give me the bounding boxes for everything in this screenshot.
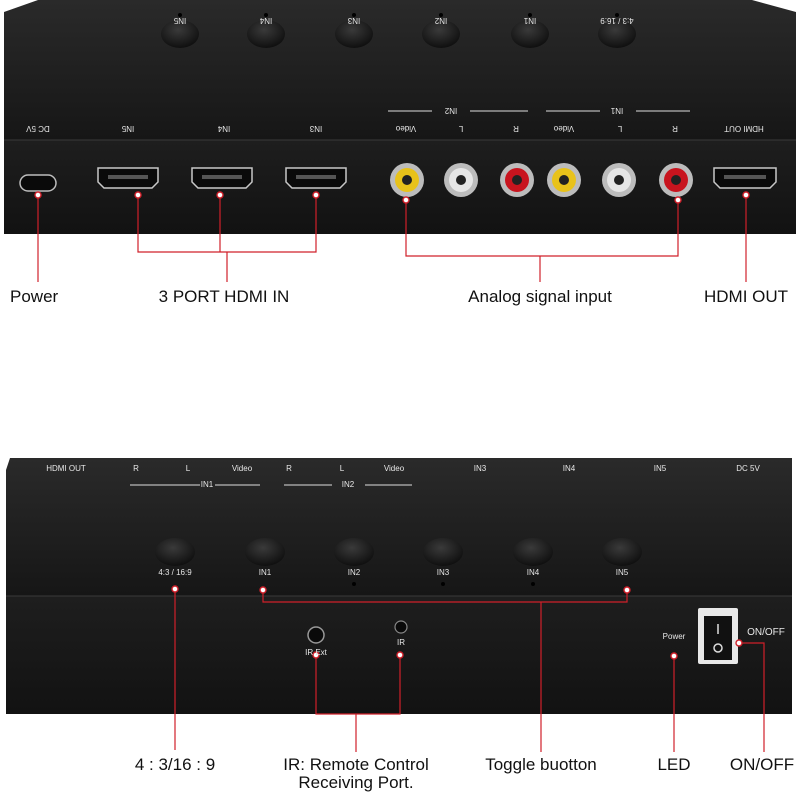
front-label-ir: IR — [397, 638, 405, 647]
rear-label-r1: R — [133, 464, 139, 473]
top-label-in1-l: L — [617, 124, 623, 133]
top-button-aspect — [598, 20, 636, 48]
top-group-in1: IN1 — [610, 106, 624, 115]
callout-toggle: Toggle buotton — [485, 755, 597, 774]
top-button-in2 — [422, 20, 460, 48]
top-btn-label-in2: IN2 — [434, 16, 448, 25]
btn-label-in4: IN4 — [526, 568, 540, 577]
front-label-power-led: Power — [662, 632, 686, 641]
top-callout-lines — [37, 196, 747, 282]
callout-ir-line1: IR: Remote Control — [283, 755, 429, 774]
ir-ext-jack — [307, 626, 325, 644]
callout-aspect: 4 : 3/16 : 9 — [134, 755, 216, 774]
top-label-dc: DC 5V — [26, 124, 50, 133]
front-label-ir-ext: IR Ext — [305, 648, 327, 657]
callout-on-off: ON/OFF — [729, 755, 795, 774]
btn-label-in5: IN5 — [615, 568, 629, 577]
top-label-in1-video: Video — [553, 124, 575, 133]
bottom-button-in2 — [334, 538, 374, 566]
bottom-button-aspect — [155, 538, 195, 566]
bottom-button-in1 — [245, 538, 285, 566]
front-label-on-off: ON/OFF — [747, 627, 785, 638]
top-button-in4 — [247, 20, 285, 48]
bottom-device — [6, 458, 792, 714]
btn-label-aspect: 4:3 / 16:9 — [158, 568, 192, 577]
bottom-button-in5 — [602, 538, 642, 566]
top-label-in2-r: R — [513, 124, 519, 133]
top-label-in3: IN3 — [309, 124, 323, 133]
top-device — [4, 0, 796, 234]
btn-label-in3: IN3 — [436, 568, 450, 577]
callout-hdmi-out: HDMI OUT — [703, 287, 789, 306]
ir-sensor — [394, 620, 408, 634]
bottom-button-in3 — [423, 538, 463, 566]
rear-label-video2: Video — [383, 464, 405, 473]
rear-label-in5: IN5 — [653, 464, 667, 473]
rear-group-in1: IN1 — [200, 480, 214, 489]
top-buttons — [161, 13, 636, 48]
callout-led: LED — [657, 755, 691, 774]
rear-label-l1: L — [185, 464, 191, 473]
rear-group-in2: IN2 — [341, 480, 355, 489]
power-switch — [704, 616, 732, 660]
bottom-button-in4 — [513, 538, 553, 566]
bottom-callout-dots — [171, 585, 743, 660]
top-btn-label-aspect: 4:3 / 16:9 — [600, 16, 634, 25]
top-btn-label-in4: IN4 — [259, 16, 273, 25]
top-button-in3 — [335, 20, 373, 48]
top-btn-label-in3: IN3 — [347, 16, 361, 25]
rear-label-dc: DC 5V — [736, 464, 760, 473]
top-group-in2: IN2 — [444, 106, 458, 115]
top-label-in2-video: Video — [395, 124, 417, 133]
top-label-hdmi-out: HDMI OUT — [724, 124, 764, 133]
top-label-in5: IN5 — [121, 124, 135, 133]
dc-port — [19, 174, 57, 192]
top-callout-dots — [34, 191, 750, 204]
bottom-buttons — [155, 538, 642, 586]
top-button-in1 — [511, 20, 549, 48]
callout-ir-line2: Receiving Port. — [298, 773, 414, 792]
hdmi-in-ports — [97, 167, 347, 189]
rear-label-in4: IN4 — [562, 464, 576, 473]
rear-label-video1: Video — [231, 464, 253, 473]
top-label-in4: IN4 — [217, 124, 231, 133]
top-label-in2-l: L — [458, 124, 464, 133]
callout-analog: Analog signal input — [468, 287, 612, 306]
rear-label-in3: IN3 — [473, 464, 487, 473]
rear-label-hdmi-out: HDMI OUT — [46, 464, 86, 473]
callout-power: Power — [10, 287, 59, 306]
rear-label-l2: L — [339, 464, 345, 473]
top-label-in1-r: R — [672, 124, 678, 133]
rca-jacks — [390, 163, 693, 197]
bottom-callout-lines — [174, 590, 765, 752]
top-btn-label-in5: IN5 — [173, 16, 187, 25]
rear-label-r2: R — [286, 464, 292, 473]
callout-hdmi-in: 3 PORT HDMI IN — [158, 287, 290, 306]
top-btn-label-in1: IN1 — [523, 16, 537, 25]
btn-label-in2: IN2 — [347, 568, 361, 577]
btn-label-in1: IN1 — [258, 568, 272, 577]
top-button-in5 — [161, 20, 199, 48]
